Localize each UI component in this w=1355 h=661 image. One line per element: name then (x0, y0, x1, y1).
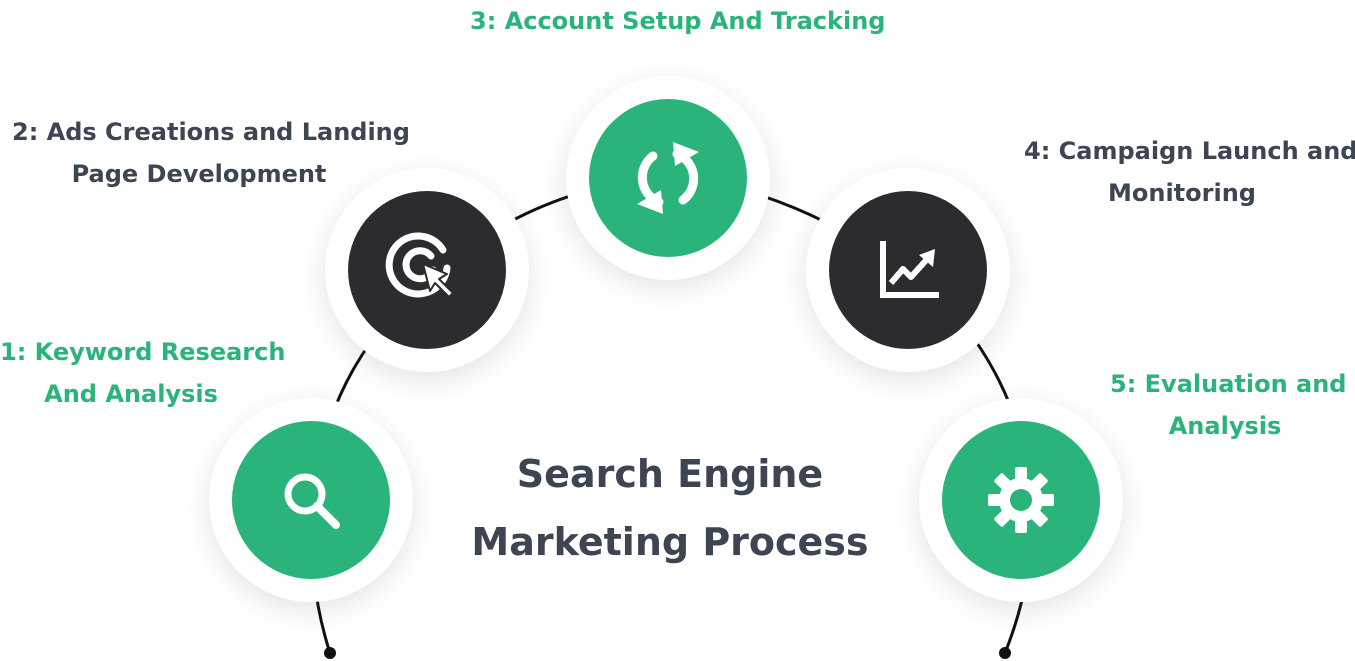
step-5-label-line-1: 5: Evaluation and (1110, 370, 1347, 398)
diagram-title-line-1: Search Engine (516, 452, 824, 496)
step-1-label-line-2: And Analysis (44, 380, 218, 408)
step-1-node (209, 398, 413, 602)
step-1-circle (232, 421, 390, 579)
step-4-node (806, 168, 1010, 372)
step-4-label: 4: Campaign Launch and Monitoring (1024, 130, 1355, 214)
arc-end-dot-right (999, 647, 1011, 659)
arc-end-dot-left (324, 647, 336, 659)
diagram-title: Search Engine Marketing Process (440, 440, 900, 576)
step-5-node (919, 398, 1123, 602)
step-2-node (325, 168, 529, 372)
step-4-circle (829, 191, 987, 349)
step-2-label: 2: Ads Creations and Landing Page Develo… (12, 111, 410, 195)
step-3-label: 3: Account Setup And Tracking (470, 0, 886, 42)
refresh-arrows-icon (637, 142, 699, 214)
step-5-label: 5: Evaluation and Analysis (1110, 363, 1347, 447)
step-3-node (566, 76, 770, 280)
step-3-circle (589, 99, 747, 257)
target-cursor-icon (385, 232, 454, 298)
step-1-label-line-1: 1: Keyword Research (0, 338, 286, 366)
step-4-label-line-1: 4: Campaign Launch and (1024, 137, 1355, 165)
step-4-label-line-2: Monitoring (1108, 179, 1256, 207)
step-5-label-line-2: Analysis (1168, 412, 1282, 440)
search-icon (284, 473, 340, 529)
step-5-circle (942, 421, 1100, 579)
step-2-circle (348, 191, 506, 349)
step-2-label-line-1: 2: Ads Creations and Landing (12, 118, 410, 146)
growth-chart-icon (880, 241, 939, 298)
gear-icon (988, 467, 1054, 533)
diagram-title-line-2: Marketing Process (471, 520, 869, 564)
step-2-label-line-2: Page Development (71, 160, 327, 188)
step-3-label-line-1: 3: Account Setup And Tracking (470, 7, 886, 35)
step-1-label: 1: Keyword Research And Analysis (0, 331, 286, 415)
